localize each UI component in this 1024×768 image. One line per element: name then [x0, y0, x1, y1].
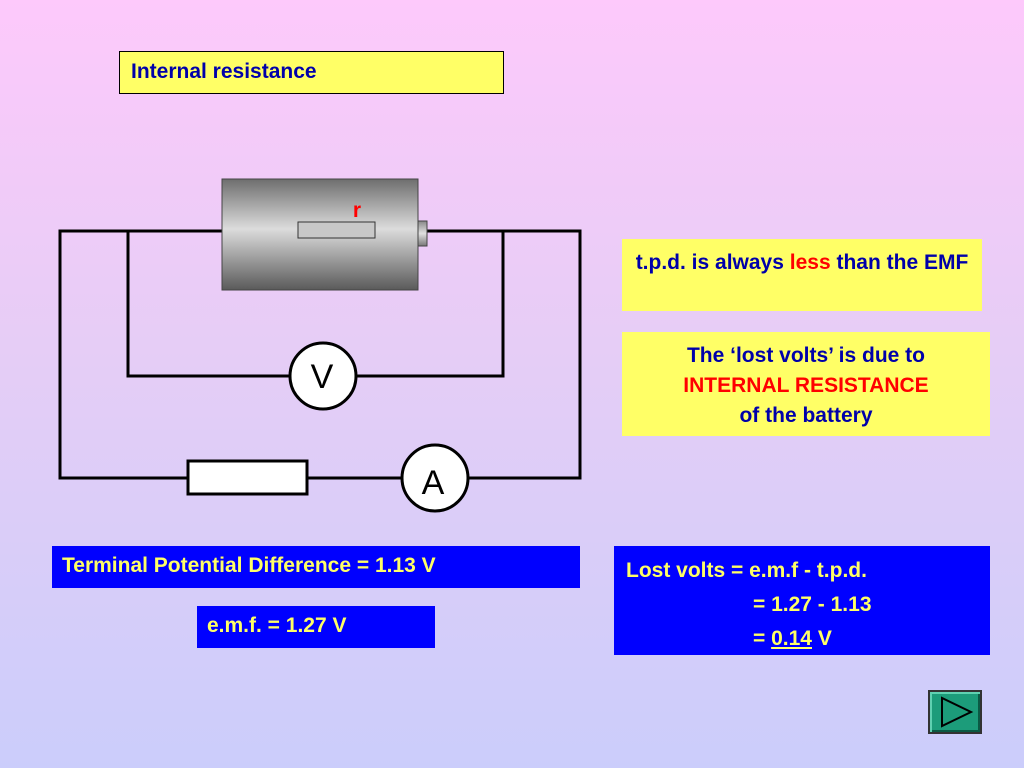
- voltmeter: V: [288, 341, 358, 411]
- tpd-note-text-end: than the EMF: [830, 251, 969, 274]
- calc-unit: V: [811, 627, 832, 650]
- lost-volts-note-highlight: INTERNAL RESISTANCE: [683, 374, 929, 397]
- tpd-note-highlight: less: [789, 251, 831, 274]
- next-slide-button[interactable]: [928, 690, 982, 734]
- calc-line: Lost volts = e.m.f - t.p.d.: [626, 559, 867, 582]
- load-resistor: [186, 459, 309, 496]
- internal-resistor-label: r: [353, 199, 361, 222]
- internal-resistor: [297, 221, 376, 239]
- emf-value: e.m.f. = 1.27 V: [197, 606, 435, 648]
- battery-cell: r: [221, 178, 428, 291]
- lost-volts-note-line: The ‘lost volts’ is due to: [686, 344, 926, 367]
- calc-line: = 1.27 - 1.13: [753, 593, 872, 616]
- calc-prefix: =: [753, 627, 772, 650]
- voltmeter-label: V: [311, 358, 334, 396]
- lost-volts-note: The ‘lost volts’ is due to INTERNAL RESI…: [622, 332, 990, 436]
- calc-line: = 0.14 V: [626, 622, 990, 656]
- ammeter: A: [400, 443, 470, 513]
- ammeter-label: A: [422, 464, 445, 502]
- circuit-wires: [58, 229, 582, 480]
- lost-volts-calculation: Lost volts = e.m.f - t.p.d. = 1.27 - 1.1…: [614, 546, 990, 655]
- lost-volts-note-line: of the battery: [739, 404, 873, 427]
- page-title: Internal resistance: [119, 51, 504, 94]
- tpd-note-text: t.p.d. is always: [635, 251, 790, 274]
- play-triangle-icon: [941, 696, 974, 728]
- tpd-value: Terminal Potential Difference = 1.13 V: [52, 546, 580, 588]
- lost-volts-result: 0.14: [771, 627, 812, 650]
- tpd-note: t.p.d. is always less than the EMF: [622, 239, 982, 311]
